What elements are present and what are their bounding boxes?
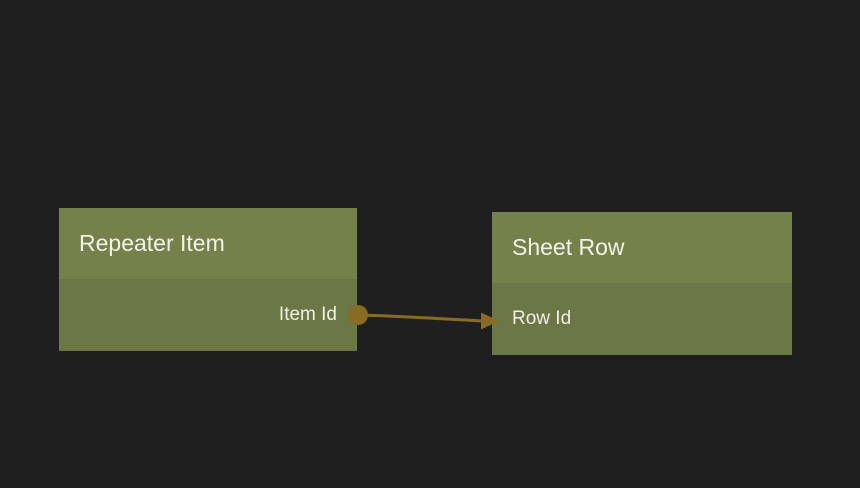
- node-sheet-row-body: Row Id: [492, 283, 792, 355]
- node-repeater-item-title: Repeater Item: [59, 208, 357, 279]
- node-sheet-row-title: Sheet Row: [492, 212, 792, 283]
- node-repeater-item[interactable]: Repeater Item Item Id: [59, 208, 357, 351]
- field-item-id[interactable]: Item Id: [278, 303, 337, 325]
- node-sheet-row[interactable]: Sheet Row Row Id: [492, 212, 792, 355]
- connection-arrowhead-icon[interactable]: [481, 312, 499, 330]
- connection-line[interactable]: [357, 313, 485, 323]
- node-repeater-item-body: Item Id: [59, 279, 357, 351]
- connection-source-port-dot[interactable]: [348, 305, 368, 325]
- field-row-id[interactable]: Row Id: [512, 307, 572, 329]
